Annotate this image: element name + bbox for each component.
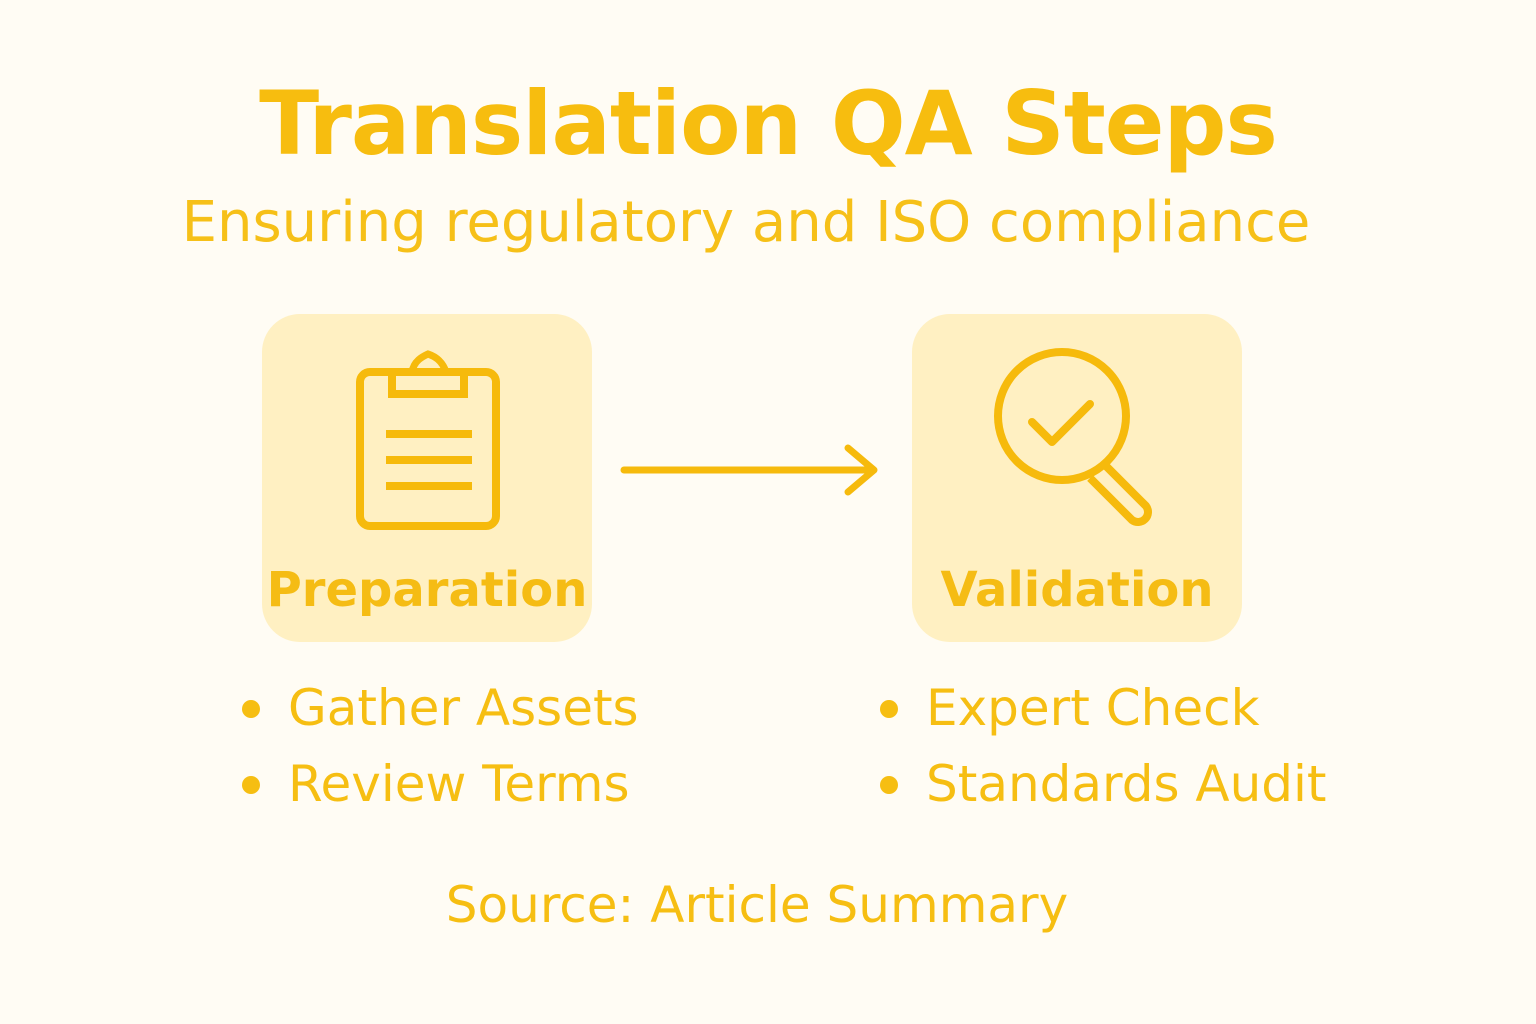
- list-item: Gather Assets: [242, 680, 639, 756]
- bullet-dot-icon: [242, 776, 260, 794]
- bullet-dot-icon: [880, 700, 898, 718]
- arrow-right-icon: [620, 444, 878, 496]
- list-item: Expert Check: [880, 680, 1327, 756]
- validation-bullet-list: Expert Check Standards Audit: [880, 680, 1327, 832]
- step-label-validation: Validation: [940, 562, 1214, 618]
- step-card-preparation: Preparation: [262, 314, 592, 642]
- clipboard-icon: [356, 350, 500, 530]
- source-caption: Source: Article Summary: [445, 876, 1069, 934]
- page-subtitle: Ensuring regulatory and ISO compliance: [181, 190, 1311, 255]
- preparation-bullet-list: Gather Assets Review Terms: [242, 680, 639, 832]
- list-item: Standards Audit: [880, 756, 1327, 832]
- page-title: Translation QA Steps: [259, 72, 1278, 175]
- step-label-preparation: Preparation: [266, 562, 588, 618]
- step-card-validation: Validation: [912, 314, 1242, 642]
- magnifier-check-icon: [994, 348, 1152, 526]
- bullet-dot-icon: [242, 700, 260, 718]
- bullet-dot-icon: [880, 776, 898, 794]
- list-item: Review Terms: [242, 756, 639, 832]
